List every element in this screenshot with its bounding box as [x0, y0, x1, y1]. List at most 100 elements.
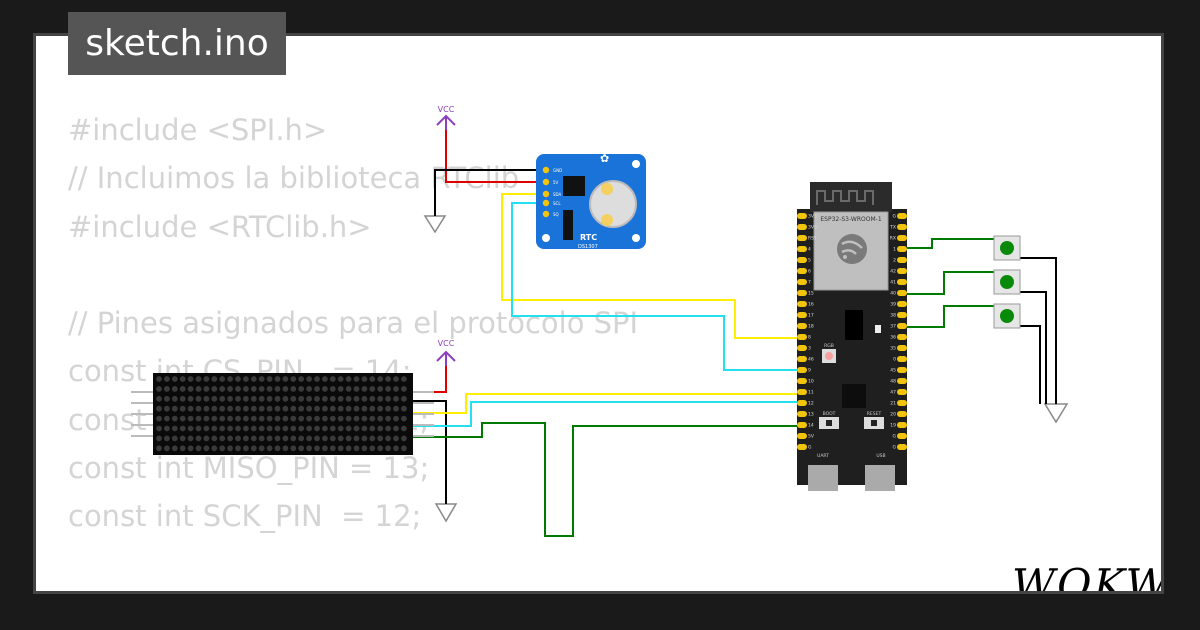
matrix-wires [412, 366, 807, 537]
vcc-symbol-top: VCC [436, 105, 456, 130]
code-line: // Pines asignados para el protocolo SPI [68, 306, 639, 341]
reset-button-cap [871, 420, 877, 426]
code-line: const int SCK_PIN = 12; [68, 499, 422, 534]
esp32-pin-label-right: 1 [893, 247, 896, 253]
esp32-pin-label-left: 13 [808, 412, 814, 418]
esp32-module-label: ESP32-S3-WROOM-1 [820, 216, 881, 223]
esp32-pin [897, 356, 907, 362]
rtc-pin-scl: SCL [553, 201, 561, 206]
esp32-pin-label-right: 37 [890, 324, 896, 330]
esp32-pin-label-right: G [893, 445, 897, 451]
rgb-label: RGB [824, 343, 834, 349]
esp32-pin-label-left: 17 [808, 313, 814, 319]
esp32-pin-label-left: 5V [808, 434, 815, 440]
esp32-pin-label-left: 6 [808, 269, 811, 275]
antenna-trace-icon [816, 190, 874, 205]
esp32-pin-label-left: G [808, 445, 812, 451]
rtc-module[interactable]: GND 5V SDA SCL SQ ✿ RTC DS1307 [536, 152, 646, 250]
esp32-board[interactable]: ESP32-S3-WROOM-1 RGB BOOT RESET UART USB [797, 182, 907, 491]
matrix-dots [156, 376, 407, 452]
esp32-pin-label-left: 18 [808, 324, 814, 330]
esp32-pin-label-right: 41 [890, 280, 896, 286]
esp32-pin-label-right: 45 [890, 368, 896, 374]
esp32-pin-label-right: 38 [890, 313, 896, 319]
usb-label: USB [876, 453, 885, 459]
esp32-pin-label-right: 20 [890, 412, 896, 418]
matrix-pins-right [412, 391, 434, 437]
reset-label: RESET [867, 411, 882, 417]
esp32-pin [897, 400, 907, 406]
esp32-pin [897, 268, 907, 274]
rtc-pin-5v: 5V [553, 180, 559, 185]
esp32-pin-label-left: 5 [808, 258, 811, 264]
ground-symbol-bottom [434, 503, 458, 523]
uart-usb-port[interactable] [808, 465, 838, 491]
matrix-pins-left [131, 391, 153, 437]
esp32-pin-label-right: 21 [890, 401, 896, 407]
boot-button-cap [826, 420, 832, 426]
esp32-pin-label-right: TX [889, 225, 896, 231]
rtc-label: RTC [580, 233, 597, 242]
code-line: const int MISO_PIN = 13; [68, 451, 430, 486]
esp32-pin-label-right: 2 [893, 258, 896, 264]
esp32-usb-chip [842, 384, 866, 408]
esp32-pin [797, 290, 807, 296]
esp32-pin [897, 378, 907, 384]
esp32-pin-label-right: 48 [890, 379, 896, 385]
esp32-pin [797, 400, 807, 406]
esp32-pin [897, 257, 907, 263]
esp32-pin-label-right: 0 [893, 357, 896, 363]
esp32-pin [897, 389, 907, 395]
esp32-pin [797, 378, 807, 384]
esp32-pin-label-right: 47 [890, 390, 896, 396]
esp32-pin [797, 411, 807, 417]
esp32-pin [897, 433, 907, 439]
star-logo-icon: ✿ [600, 152, 609, 165]
esp32-pin-label-right: RX [890, 236, 896, 242]
esp32-pin [897, 224, 907, 230]
esp32-pin-label-left: RST [808, 236, 817, 242]
esp32-pin [797, 356, 807, 362]
push-buttons [993, 235, 1021, 329]
rtc-pin-sq: SQ [553, 212, 559, 217]
esp32-pin [797, 444, 807, 450]
esp32-pin-label-left: 14 [808, 423, 814, 429]
led-matrix-module[interactable] [131, 373, 434, 455]
esp32-pin [797, 301, 807, 307]
esp32-pin [797, 279, 807, 285]
esp32-pin [897, 213, 907, 219]
esp32-chip [845, 310, 863, 340]
esp32-pin-label-left: 46 [808, 357, 814, 363]
esp32-pin-label-right: 36 [890, 335, 896, 341]
vcc-symbol-bottom: VCC [436, 339, 456, 366]
circuit-diagram: VCC VCC [131, 105, 1069, 537]
esp32-pin-label-left: 3V3 [808, 214, 817, 220]
esp32-antenna [810, 182, 892, 212]
push-button[interactable] [993, 303, 1021, 329]
esp32-pin [897, 323, 907, 329]
esp32-pin [797, 312, 807, 318]
esp32-pin [797, 433, 807, 439]
esp32-pin-label-right: 19 [890, 423, 896, 429]
esp32-pin-label-left: 9 [808, 368, 811, 374]
esp32-pin-label-left: 16 [808, 302, 814, 308]
esp32-pin-label-left: 3 [808, 346, 811, 352]
button-wires [900, 238, 1057, 404]
usb-port[interactable] [865, 465, 895, 491]
uart-label: UART [817, 453, 829, 459]
esp32-pin [797, 257, 807, 263]
esp32-pin-label-left: 12 [808, 401, 814, 407]
file-tab[interactable]: sketch.ino [68, 12, 286, 75]
esp32-pin-label-left: 10 [808, 379, 814, 385]
esp32-pin [797, 389, 807, 395]
rgb-led-lens [825, 352, 833, 360]
led-indicator [875, 325, 881, 333]
esp32-pin [797, 246, 807, 252]
rtc-pins [542, 166, 550, 218]
push-button[interactable] [993, 235, 1021, 261]
esp32-pin [897, 235, 907, 241]
canvas-frame: #include <SPI.h>// Incluimos la bibliote… [33, 33, 1164, 594]
push-button[interactable] [993, 269, 1021, 295]
vcc-label-bottom: VCC [438, 339, 455, 348]
